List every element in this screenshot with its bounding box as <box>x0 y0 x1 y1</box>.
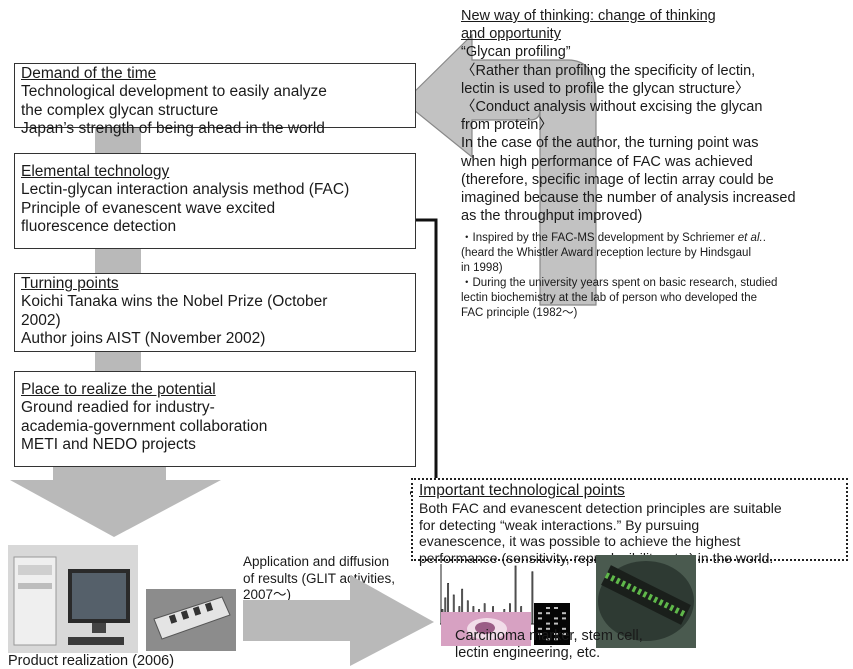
turning-title: Turning points <box>21 275 119 292</box>
new-way-line: when high performance of FAC was achieve… <box>461 153 753 170</box>
note-line: ・During the university years spent on ba… <box>461 277 778 290</box>
new-way-line: (therefore, specific image of lectin arr… <box>461 171 774 188</box>
demand-title: Demand of the time <box>21 65 157 82</box>
array-spot <box>554 622 558 625</box>
note-line: (heard the Whistler Award reception lect… <box>461 247 751 260</box>
place-line: academia-government collaboration <box>21 417 268 435</box>
array-spot <box>538 633 542 635</box>
array-spot <box>546 627 550 630</box>
elemental-title: Elemental technology <box>21 163 170 180</box>
demand-line: Technological development to easily anal… <box>21 83 327 100</box>
new-way-title: New way of thinking: change of thinking <box>461 8 716 24</box>
computer-system-photo <box>8 545 138 653</box>
array-spot <box>546 638 550 641</box>
connector-bar-3 <box>95 350 141 372</box>
note-line: ・Inspired by the FAC-MS development by S… <box>461 232 766 245</box>
elemental-line: Principle of evanescent wave excited <box>21 199 276 217</box>
array-spot <box>546 612 550 615</box>
array-spot <box>562 612 566 615</box>
array-spot <box>554 633 558 635</box>
important-title: Important technological points <box>419 482 625 499</box>
array-spot <box>538 617 542 620</box>
array-spot <box>554 617 558 620</box>
note-line: FAC principle (1982～) <box>461 307 578 320</box>
new-way-line: from protein〉 <box>461 117 553 134</box>
array-spot <box>546 607 550 609</box>
new-way-line: 〈Rather than profiling the specificity o… <box>461 62 756 79</box>
turning-line: Koichi Tanaka wins the Nobel Prize (Octo… <box>21 293 328 310</box>
turning-line: Author joins AIST (November 2002) <box>21 330 266 347</box>
new-way-line: 〈Conduct analysis without excising the g… <box>461 99 763 116</box>
array-spot <box>538 627 542 630</box>
important-line: evanescence, it was possible to achieve … <box>419 533 741 549</box>
array-spot <box>554 638 558 641</box>
product-caption: Product realization (2006) <box>8 653 175 669</box>
connector-bar-2 <box>95 248 141 274</box>
note-line: in 1998) <box>461 262 503 275</box>
array-spot <box>546 622 550 625</box>
new-way-line: imagined because the number of analysis … <box>461 190 796 207</box>
new-way-line: “Glycan profiling” <box>461 44 571 61</box>
new-way-line: lectin is used to profile the glycan str… <box>461 80 750 97</box>
new-way-line: In the case of the author, the turning p… <box>461 135 759 152</box>
turning-line: 2002) <box>21 311 61 329</box>
demand-line: Japan’s strength of being ahead in the w… <box>21 120 325 137</box>
elemental-line: Lectin-glycan interaction analysis metho… <box>21 181 350 198</box>
bar-mark <box>531 571 534 625</box>
place-title: Place to realize the potential <box>21 381 216 398</box>
lectin-array-photo <box>534 603 570 645</box>
array-spot <box>562 617 566 620</box>
important-line: for detecting “weak interactions.” By pu… <box>419 516 700 533</box>
array-spot <box>538 612 542 615</box>
important-points-box: Important technological points Both FAC … <box>411 478 848 566</box>
new-way-line: as the throughput improved) <box>461 208 643 225</box>
tissue-stain-photo <box>441 612 531 646</box>
demand-box: Demand of the time Technological develop… <box>14 63 416 137</box>
demand-line: the complex glycan structure <box>21 101 219 119</box>
array-spot <box>562 633 566 635</box>
elemental-line: fluorescence detection <box>21 218 177 235</box>
note-line: lectin biochemistry at the lab of person… <box>461 292 757 305</box>
important-line: Both FAC and evanescent detection princi… <box>419 500 782 516</box>
place-line: METI and NEDO projects <box>21 436 196 453</box>
place-line: Ground readied for industry- <box>21 399 215 416</box>
place-box: Place to realize the potential Ground re… <box>14 371 416 467</box>
array-spot <box>554 607 558 609</box>
elemental-box: Elemental technology Lectin-glycan inter… <box>14 153 416 249</box>
film-strip-photo <box>596 555 696 648</box>
results-caption: Carcinoma marker, stem cell, lectin engi… <box>455 628 643 661</box>
lectin-array-slide-photo <box>146 589 236 651</box>
turning-box: Turning points Koichi Tanaka wins the No… <box>14 273 416 352</box>
new-way-title: and opportunity <box>461 26 561 43</box>
array-spot <box>562 627 566 630</box>
connector-bar-1 <box>95 126 141 154</box>
new-way-panel: New way of thinking: change of thinking … <box>461 7 853 321</box>
